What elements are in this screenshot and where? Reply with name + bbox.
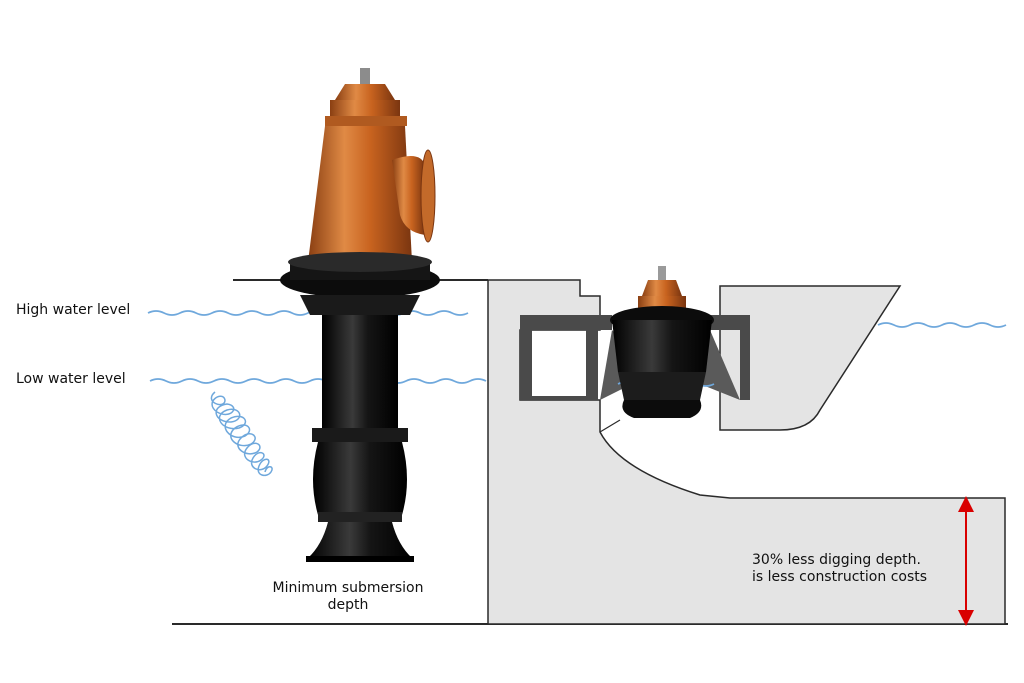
pump-bowl: [313, 442, 407, 515]
right-concrete-structure: [487, 279, 1006, 625]
minimum-submersion-line2: depth: [327, 597, 369, 613]
water-waves: [147, 310, 1007, 477]
steel-bracket-left: [518, 315, 612, 400]
low-water-level-label: Low water level: [16, 371, 126, 387]
low-water-wave-left: [149, 378, 487, 384]
pump-column: [322, 315, 398, 430]
minimum-submersion-line1: Minimum submersion: [272, 580, 424, 596]
large-pump-left: [280, 68, 440, 562]
high-water-level-label: High water level: [16, 302, 131, 318]
compact-pump-head: [642, 280, 682, 296]
steel-bracket-right: [710, 315, 750, 400]
compact-pump-right: [610, 266, 714, 418]
digging-depth-line2: is less construction costs: [752, 569, 928, 585]
copper-pump-head: [308, 126, 412, 262]
suction-bell: [308, 522, 412, 558]
vortex-spiral: [210, 391, 273, 477]
water-wave-right: [877, 322, 1007, 328]
concrete-right-wing: [719, 285, 902, 431]
discharge-elbow: [392, 156, 425, 235]
digging-depth-line1: 30% less digging depth.: [752, 552, 921, 568]
minimum-submersion-label: Minimum submersion depth: [258, 580, 438, 614]
high-water-wave-left: [147, 310, 469, 316]
digging-depth-label: 30% less digging depth. is less construc…: [752, 552, 927, 586]
